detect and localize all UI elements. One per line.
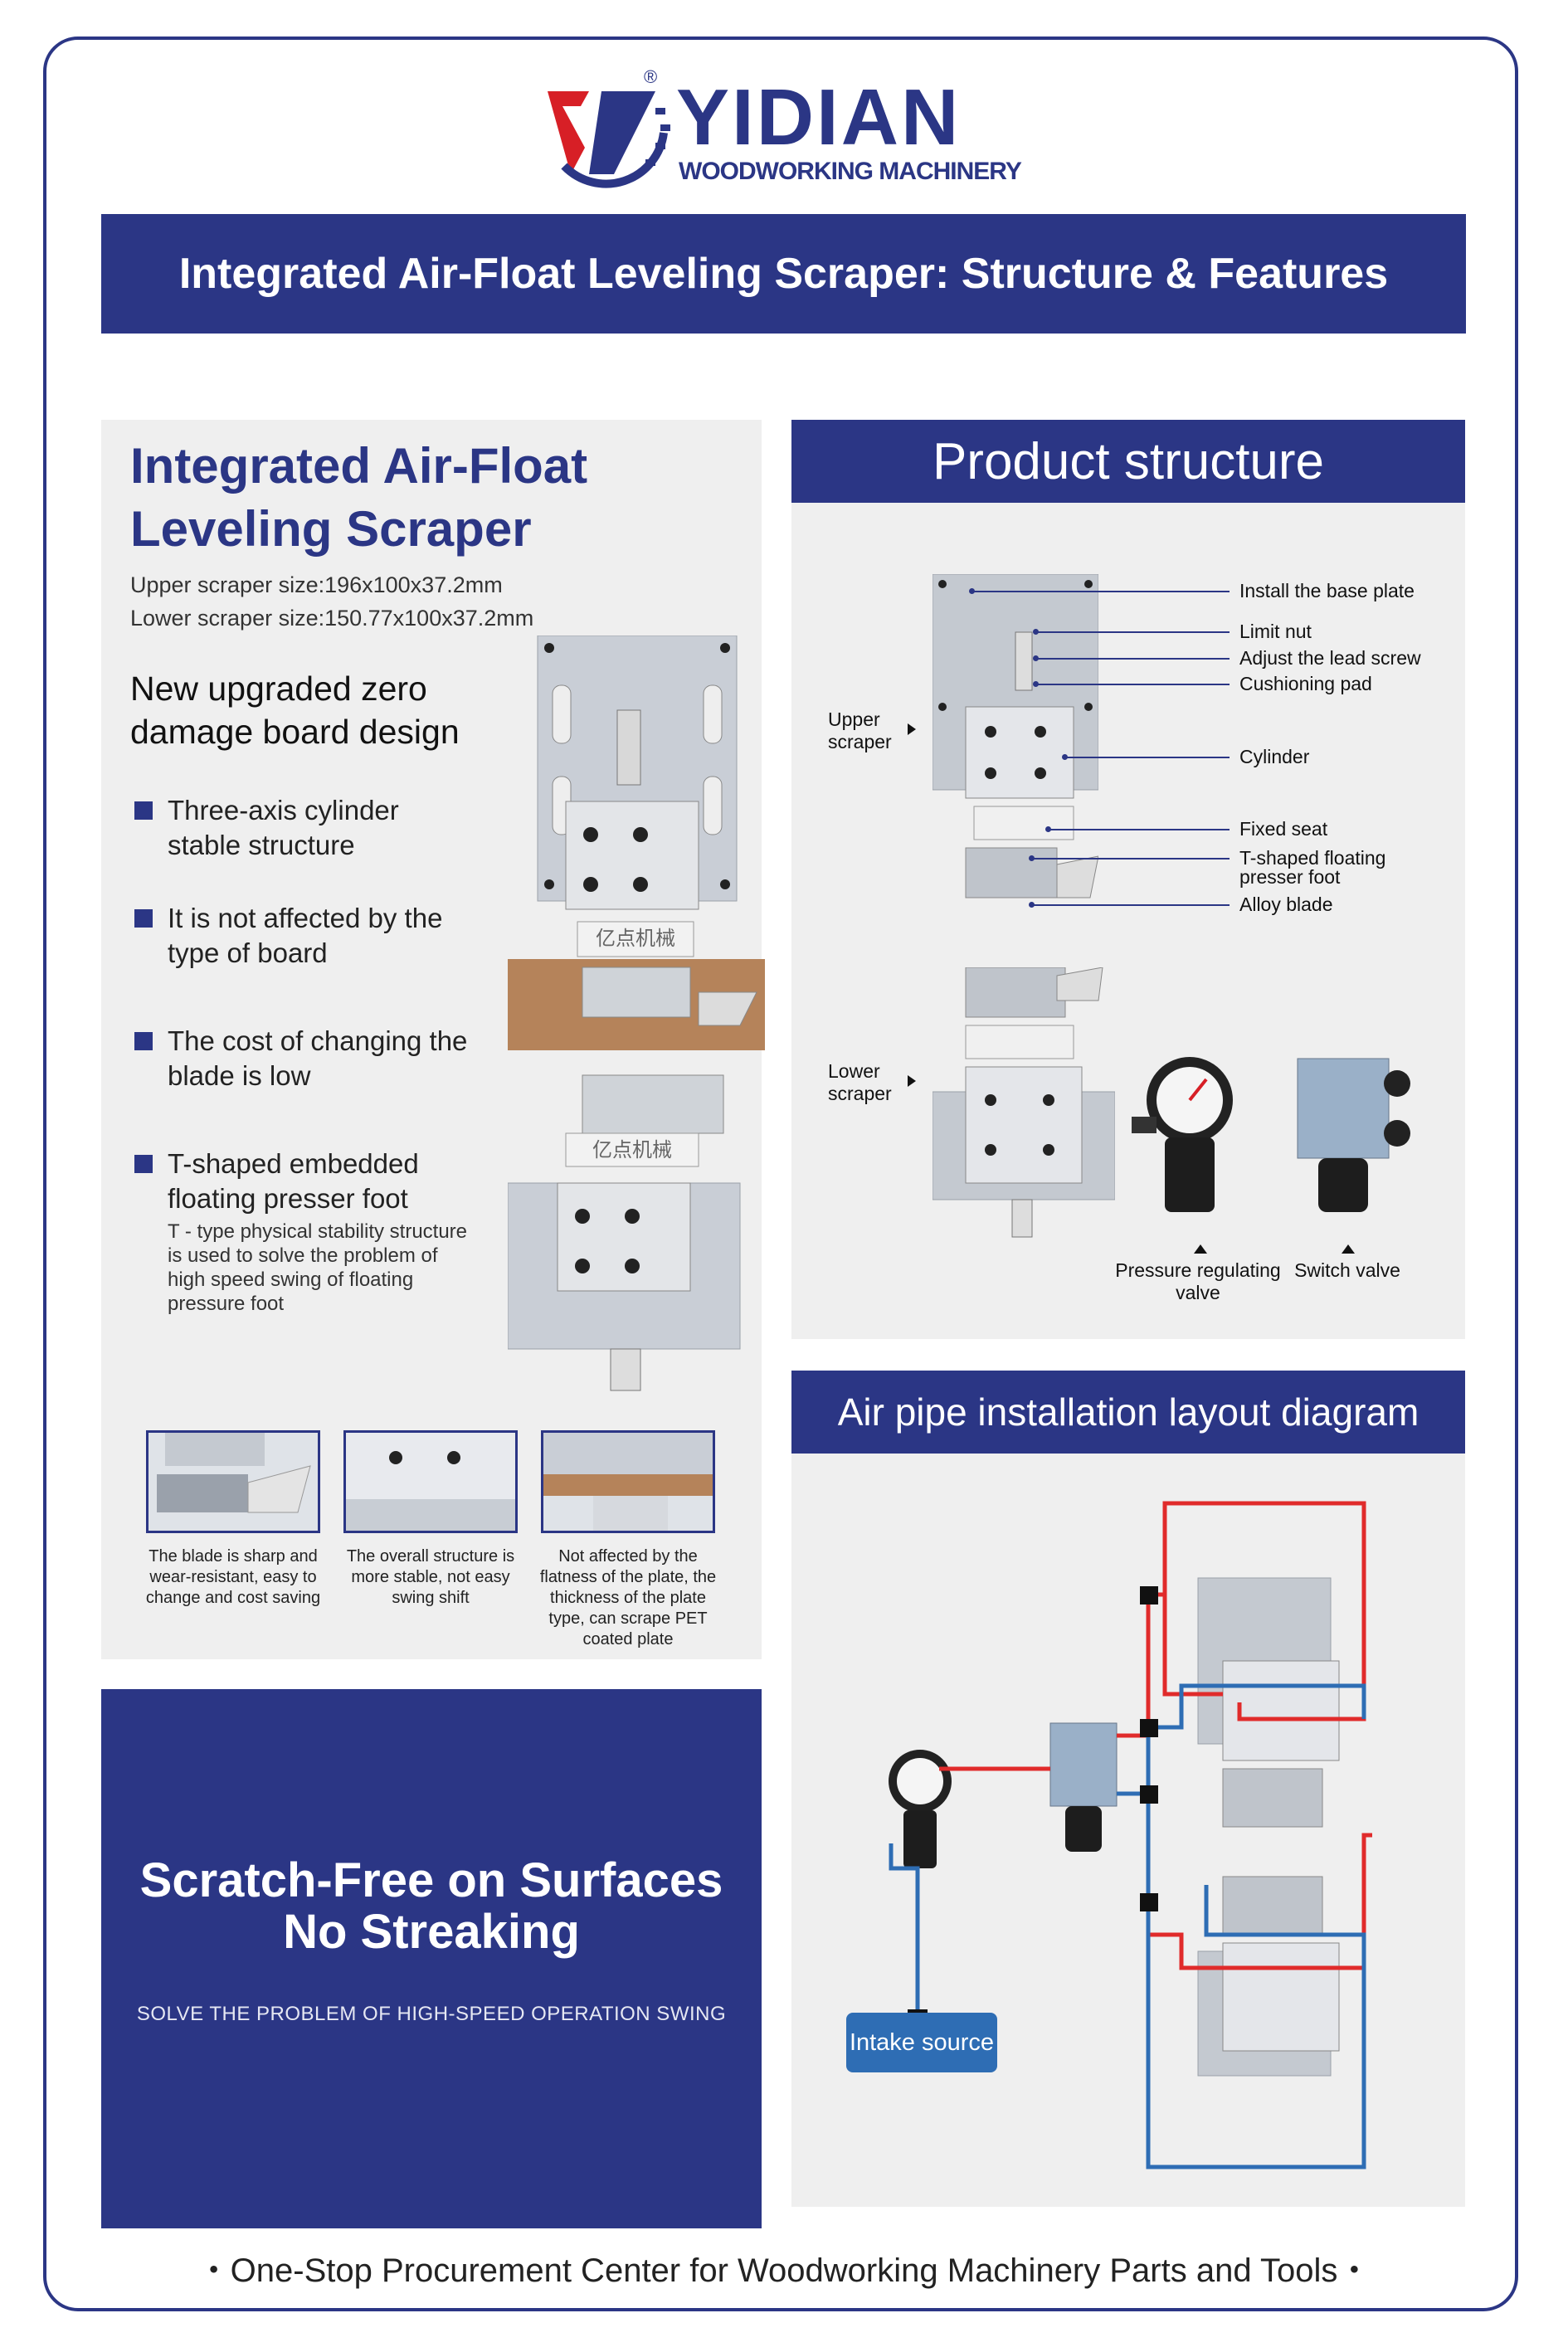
promo-title: Scratch-Free on Surfaces No Streaking — [139, 1853, 723, 1959]
callout-cushioning-pad: Cushioning pad — [1239, 673, 1372, 694]
pressure-gauge-icon — [1132, 1057, 1233, 1212]
feature-item: It is not affected by the type of board — [134, 901, 475, 971]
promo-panel: Scratch-Free on Surfaces No Streaking SO… — [101, 1689, 762, 2228]
thumbnail-caption: The blade is sharp and wear-resistant, e… — [145, 1547, 321, 1607]
thumbnail-plate — [541, 1430, 715, 1533]
square-bullet-icon — [134, 1032, 153, 1050]
feature-item: The cost of changing the blade is low — [134, 1024, 475, 1093]
feature-item: T-shaped embedded floating presser foot — [134, 1147, 475, 1216]
brand-tagline: WOODWORKING MACHINERY — [679, 158, 1022, 185]
product-structure-panel: Product structure Install the base plate — [791, 420, 1465, 1339]
callout-limit-nut: Limit nut — [1239, 621, 1312, 642]
arrow-up-icon — [1342, 1244, 1355, 1254]
scraper-product-photo: 亿点机械 亿点机械 — [508, 635, 765, 1391]
lower-scraper-diagram — [933, 967, 1115, 1238]
footer-slogan: ・One-Stop Procurement Center for Woodwor… — [197, 2252, 1371, 2289]
callout-fixed-seat: Fixed seat — [1239, 818, 1328, 840]
callout-cylinder: Cylinder — [1239, 746, 1310, 767]
square-bullet-icon — [134, 801, 153, 820]
design-headline: New upgraded zero damage board design — [130, 670, 460, 751]
yidian-logo-icon — [548, 91, 670, 188]
upper-scraper-label: Upper scraper — [828, 709, 892, 752]
arrow-up-icon — [1194, 1244, 1207, 1254]
switch-valve-label: Switch valve — [1294, 1259, 1400, 1281]
thumbnail-structure — [343, 1430, 518, 1533]
callout-presser-foot: T-shaped floating presser foot — [1239, 847, 1386, 888]
feature-note: T - type physical stability structure is… — [168, 1220, 468, 1315]
product-title: Integrated Air-Float Leveling Scraper — [130, 438, 588, 557]
square-bullet-icon — [134, 1155, 153, 1173]
callout-base-plate: Install the base plate — [1239, 580, 1415, 601]
registered-mark: ® — [644, 66, 658, 87]
promo-subtitle: SOLVE THE PROBLEM OF HIGH-SPEED OPERATIO… — [136, 2003, 727, 2025]
photo-label: 亿点机械 — [596, 927, 675, 950]
structure-heading: Product structure — [791, 420, 1465, 503]
page-title: Integrated Air-Float Leveling Scraper: S… — [178, 250, 1389, 298]
page-title-banner: Integrated Air-Float Leveling Scraper: S… — [101, 214, 1466, 334]
lower-scraper-label: Lower scraper — [828, 1060, 892, 1104]
upper-size-spec: Upper scraper size:196x100x37.2mm — [130, 572, 503, 597]
thumbnail-blade — [146, 1430, 320, 1533]
pressure-valve-label: Pressure regulating valve — [1115, 1259, 1281, 1303]
upper-scraper-diagram — [933, 574, 1098, 898]
square-bullet-icon — [134, 909, 153, 928]
thumbnail-caption: The overall structure is more stable, no… — [346, 1547, 515, 1607]
photo-label: 亿点机械 — [592, 1138, 672, 1161]
arrow-right-icon — [908, 723, 916, 735]
air-pipe-diagram — [881, 1501, 1372, 2169]
intake-source-label: Intake source — [846, 2013, 997, 2072]
brand-logo: ® YIDIAN WOODWORKING MACHINERY — [531, 66, 1045, 191]
callout-alloy-blade: Alloy blade — [1239, 894, 1333, 915]
air-pipe-panel: Air pipe installation layout diagram — [791, 1371, 1465, 2207]
feature-item: Three-axis cylinder stable structure — [134, 793, 475, 863]
arrow-right-icon — [908, 1075, 916, 1087]
thumbnail-caption: Not affected by the flatness of the plat… — [539, 1547, 717, 1648]
page-frame — [43, 37, 1518, 2311]
switch-valve-icon — [1297, 1058, 1410, 1212]
air-pipe-heading: Air pipe installation layout diagram — [791, 1371, 1465, 1454]
brand-name: YIDIAN — [676, 73, 962, 162]
product-intro-panel: Integrated Air-Float Leveling Scraper Up… — [101, 420, 765, 1659]
lower-size-spec: Lower scraper size:150.77x100x37.2mm — [130, 606, 534, 631]
callout-lead-screw: Adjust the lead screw — [1239, 647, 1421, 669]
